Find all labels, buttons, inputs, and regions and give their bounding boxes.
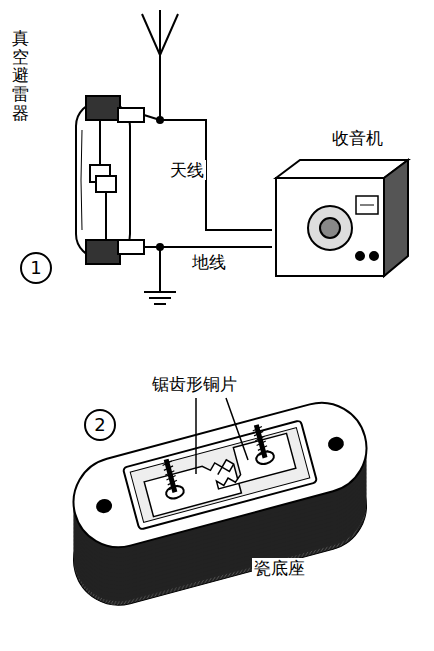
vacuum-arrester [76,96,160,264]
wire-label: 地线 [190,252,228,272]
callout-number: 1 [30,257,41,279]
screw-thread [257,446,267,451]
vertical-label: 真空避雷器 [12,29,29,122]
wire [160,120,272,230]
wire-label: 天线 [168,160,206,180]
screw-thread [256,441,266,446]
part-label: 锯齿形铜片 [150,374,239,394]
radio-node: 收音机 [272,128,410,278]
node-heading: 收音机 [332,128,383,148]
screw-thread [167,480,177,485]
part-label: 瓷底座 [252,558,307,578]
screw-thread [254,431,264,436]
screw-thread [163,466,173,471]
callout-number: 2 [94,414,105,436]
screw-thread [252,427,262,432]
leader-line [196,398,248,474]
antenna [142,10,178,120]
screw-thread [165,471,175,476]
porcelain-base [63,393,376,558]
wire [160,246,272,248]
screw-thread [162,461,172,466]
screw-thread [169,485,179,490]
radio-set [276,160,408,276]
screw-thread [255,436,265,441]
arrester-node: 真空避雷器 [8,25,160,255]
screw-thread [259,451,269,456]
screw-thread [166,476,176,481]
ground-symbol [144,247,176,304]
